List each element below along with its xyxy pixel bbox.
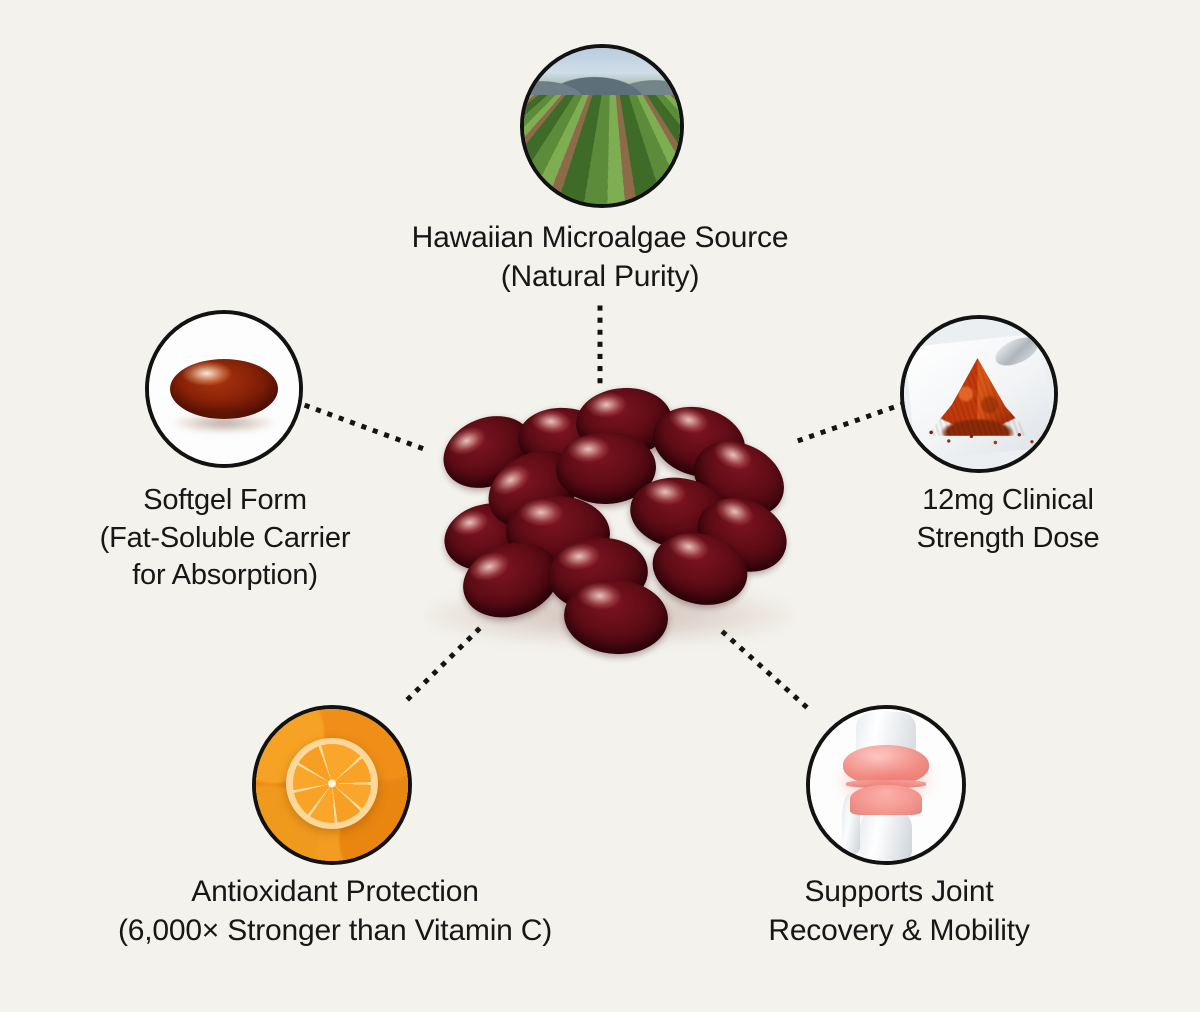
single-softgel-capsule-photo — [149, 314, 299, 464]
softgel-capsule-closeup — [170, 359, 278, 419]
caption-hawaiian-microalgae-source: Hawaiian Microalgae Source (Natural Puri… — [411, 221, 789, 293]
crop-rows — [524, 94, 680, 204]
algae-farm-field-photo — [524, 48, 680, 204]
tibia-shaft — [860, 809, 912, 861]
badge-joint-recovery[interactable] — [806, 705, 966, 865]
badge-softgel-form[interactable] — [145, 310, 303, 468]
astaxanthin-softgel-pile — [400, 384, 820, 662]
joint-space — [846, 780, 926, 789]
caption-joint-recovery: Supports Joint Recovery & Mobility — [768, 875, 1030, 947]
astaxanthin-powder-on-plate-photo — [904, 319, 1054, 469]
badge-clinical-strength-dose[interactable] — [900, 315, 1058, 473]
inflammation-glow — [837, 748, 935, 813]
badge-antioxidant-protection[interactable] — [252, 705, 412, 865]
tibial-plateau — [849, 785, 923, 816]
halved-orange — [286, 737, 378, 830]
caption-antioxidant-protection: Antioxidant Protection (6,000× Stronger … — [117, 875, 553, 947]
softgel-shadow — [173, 413, 275, 433]
oranges-vitamin-c-photo — [256, 709, 408, 861]
caption-clinical-strength-dose: 12mg Clinical Strength Dose — [916, 484, 1100, 554]
femoral-condyle — [843, 745, 929, 785]
caption-softgel-form: Softgel Form (Fat-Soluble Carrier for Ab… — [99, 484, 351, 592]
orange-flesh-segments — [292, 744, 372, 823]
knee-joint-anatomy-illustration — [810, 709, 962, 861]
powder-specks — [916, 409, 1042, 448]
badge-hawaiian-microalgae-source[interactable] — [520, 44, 684, 208]
